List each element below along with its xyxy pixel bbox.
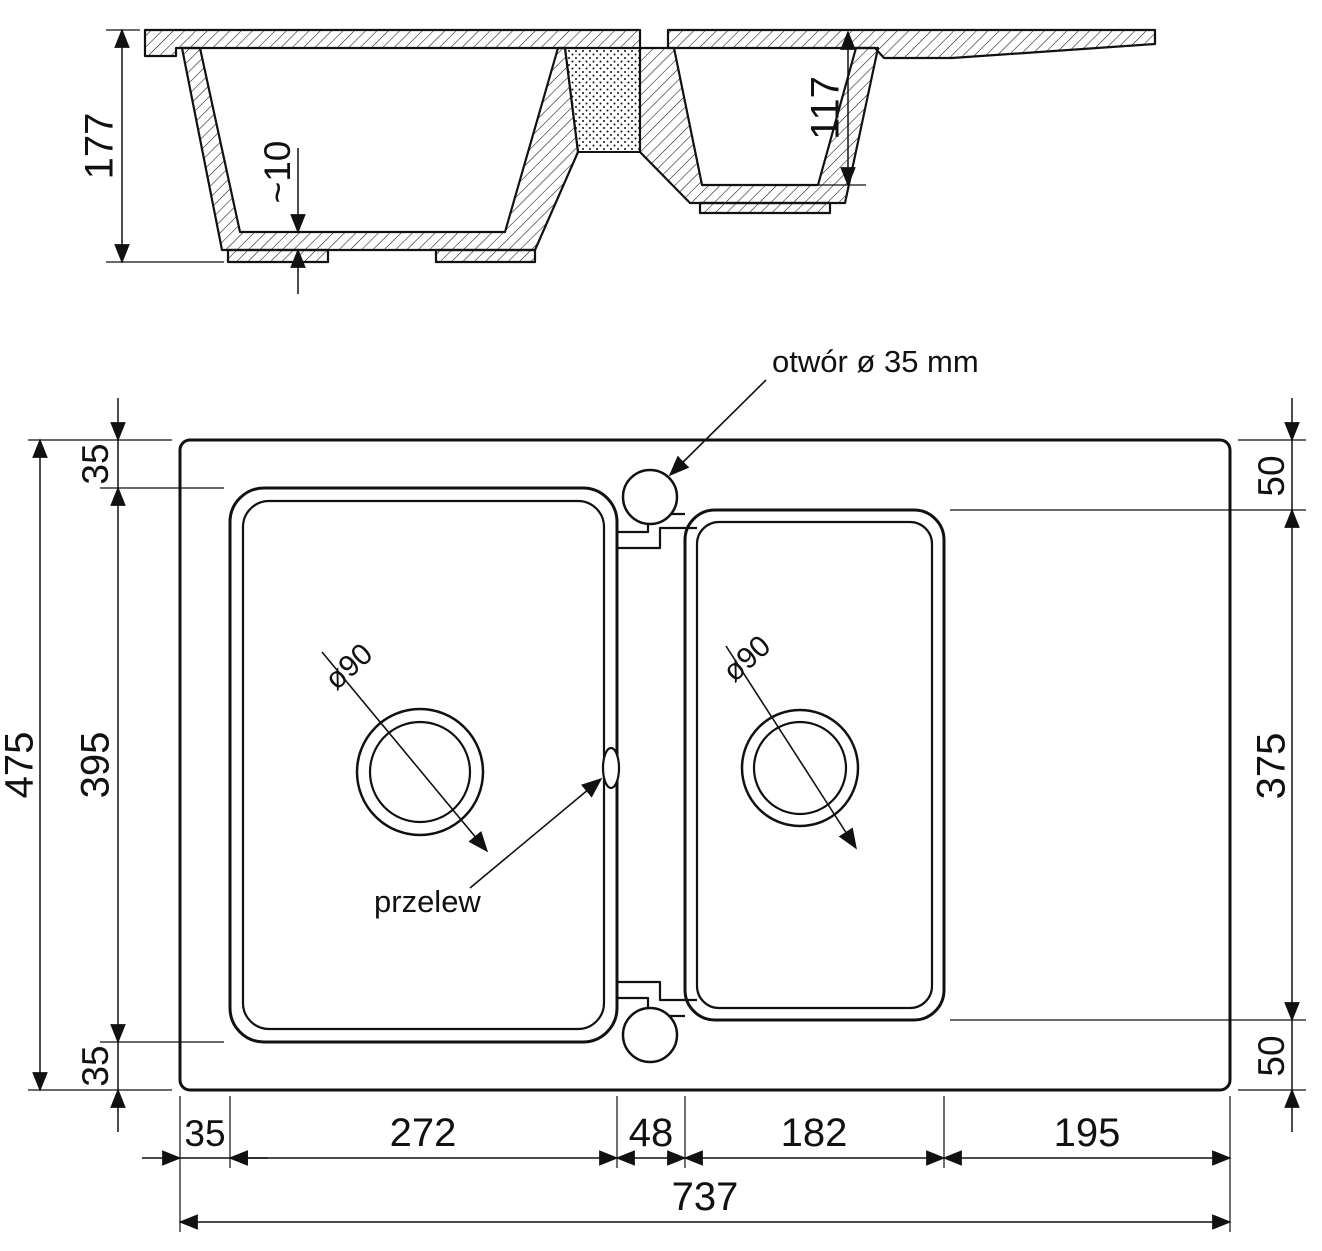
label-tap-hole: otwór ø 35 mm xyxy=(772,344,979,379)
label-drain-left: ø90 xyxy=(319,637,380,696)
dimension-label: ~10 xyxy=(257,141,298,204)
sink-outline xyxy=(178,438,1232,1092)
dimension-label: 35 xyxy=(75,1045,116,1086)
divider-contour-top-inner xyxy=(617,526,697,550)
overflow-slot xyxy=(601,746,621,790)
bowl-left-inner xyxy=(241,499,606,1031)
bowl-left-outer xyxy=(228,486,619,1044)
dimension-label: 182 xyxy=(781,1111,848,1155)
overflow-annotation: przelew xyxy=(374,746,621,919)
dim-195: 195 xyxy=(942,1111,1232,1166)
dim-48: 48 xyxy=(615,1111,687,1166)
dimension-label: 475 xyxy=(0,732,42,799)
dimension-label: 117 xyxy=(804,76,848,140)
label-drain-right: ø90 xyxy=(717,629,778,688)
leader-line xyxy=(469,777,603,889)
divider-contour-bottom-inner xyxy=(617,980,697,1002)
dim-35-bottom-left: 35 xyxy=(75,1042,126,1132)
section-foot-pad xyxy=(698,201,832,215)
dimension-label: 375 xyxy=(1250,733,1294,800)
tap-hole-annotation: otwór ø 35 mm xyxy=(668,344,979,477)
section-divider-stipple xyxy=(564,47,641,153)
tap-hole-bottom xyxy=(621,1006,679,1064)
dim-182: 182 xyxy=(683,1111,946,1166)
dimension-label: 50 xyxy=(1251,455,1292,496)
dimension-label: 50 xyxy=(1251,1035,1292,1076)
tap-hole-top xyxy=(621,468,679,526)
dimension-label: 195 xyxy=(1054,1111,1121,1155)
dim-737: 737 xyxy=(178,1175,1232,1230)
dimension-label: 737 xyxy=(672,1175,739,1219)
dimension-label: 395 xyxy=(74,732,118,799)
section-foot-pad xyxy=(226,248,330,264)
section-deck-right xyxy=(666,28,1157,60)
drain-right: ø90 xyxy=(717,629,860,850)
plan-view: ø90 ø90 przelew otwór ø 35 mm 475 xyxy=(0,344,1306,1232)
label-przelew: przelew xyxy=(374,884,481,919)
dim-35-top-left: 35 xyxy=(75,398,224,489)
dim-395: 395 xyxy=(74,486,224,1044)
dim-35-bottom: 35 xyxy=(142,1113,268,1166)
drain-left: ø90 xyxy=(319,637,489,853)
dimension-label: 35 xyxy=(75,443,116,484)
dim-50-top-right: 50 xyxy=(950,398,1306,511)
dimension-label: 48 xyxy=(629,1111,674,1155)
dimension-label: 35 xyxy=(184,1113,225,1154)
bowl-right-inner xyxy=(695,520,934,1010)
section-foot-pad xyxy=(434,248,537,264)
drain-left-outer-circle xyxy=(355,707,485,837)
dim-tilde-10: ~10 xyxy=(257,141,306,294)
bowl-right-outer xyxy=(683,508,946,1022)
dim-117: 117 xyxy=(804,30,866,187)
drain-right-outer-circle xyxy=(740,708,860,828)
drain-diameter-line xyxy=(321,651,489,853)
section-deck-left xyxy=(143,28,642,58)
dim-272: 272 xyxy=(228,1111,619,1166)
section-view: 177 ~10 117 xyxy=(78,28,1157,294)
drain-left-inner-circle xyxy=(368,720,472,824)
dim-50-bottom-right: 50 xyxy=(1238,1020,1306,1132)
dimension-label: 272 xyxy=(390,1111,457,1155)
dim-375: 375 xyxy=(950,508,1306,1022)
dim-475: 475 xyxy=(0,438,172,1092)
leader-line xyxy=(668,379,767,477)
dim-177: 177 xyxy=(78,28,224,264)
drain-right-inner-circle xyxy=(752,720,848,816)
section-bowl-left-wall xyxy=(180,46,580,252)
dimension-label: 177 xyxy=(78,113,122,180)
